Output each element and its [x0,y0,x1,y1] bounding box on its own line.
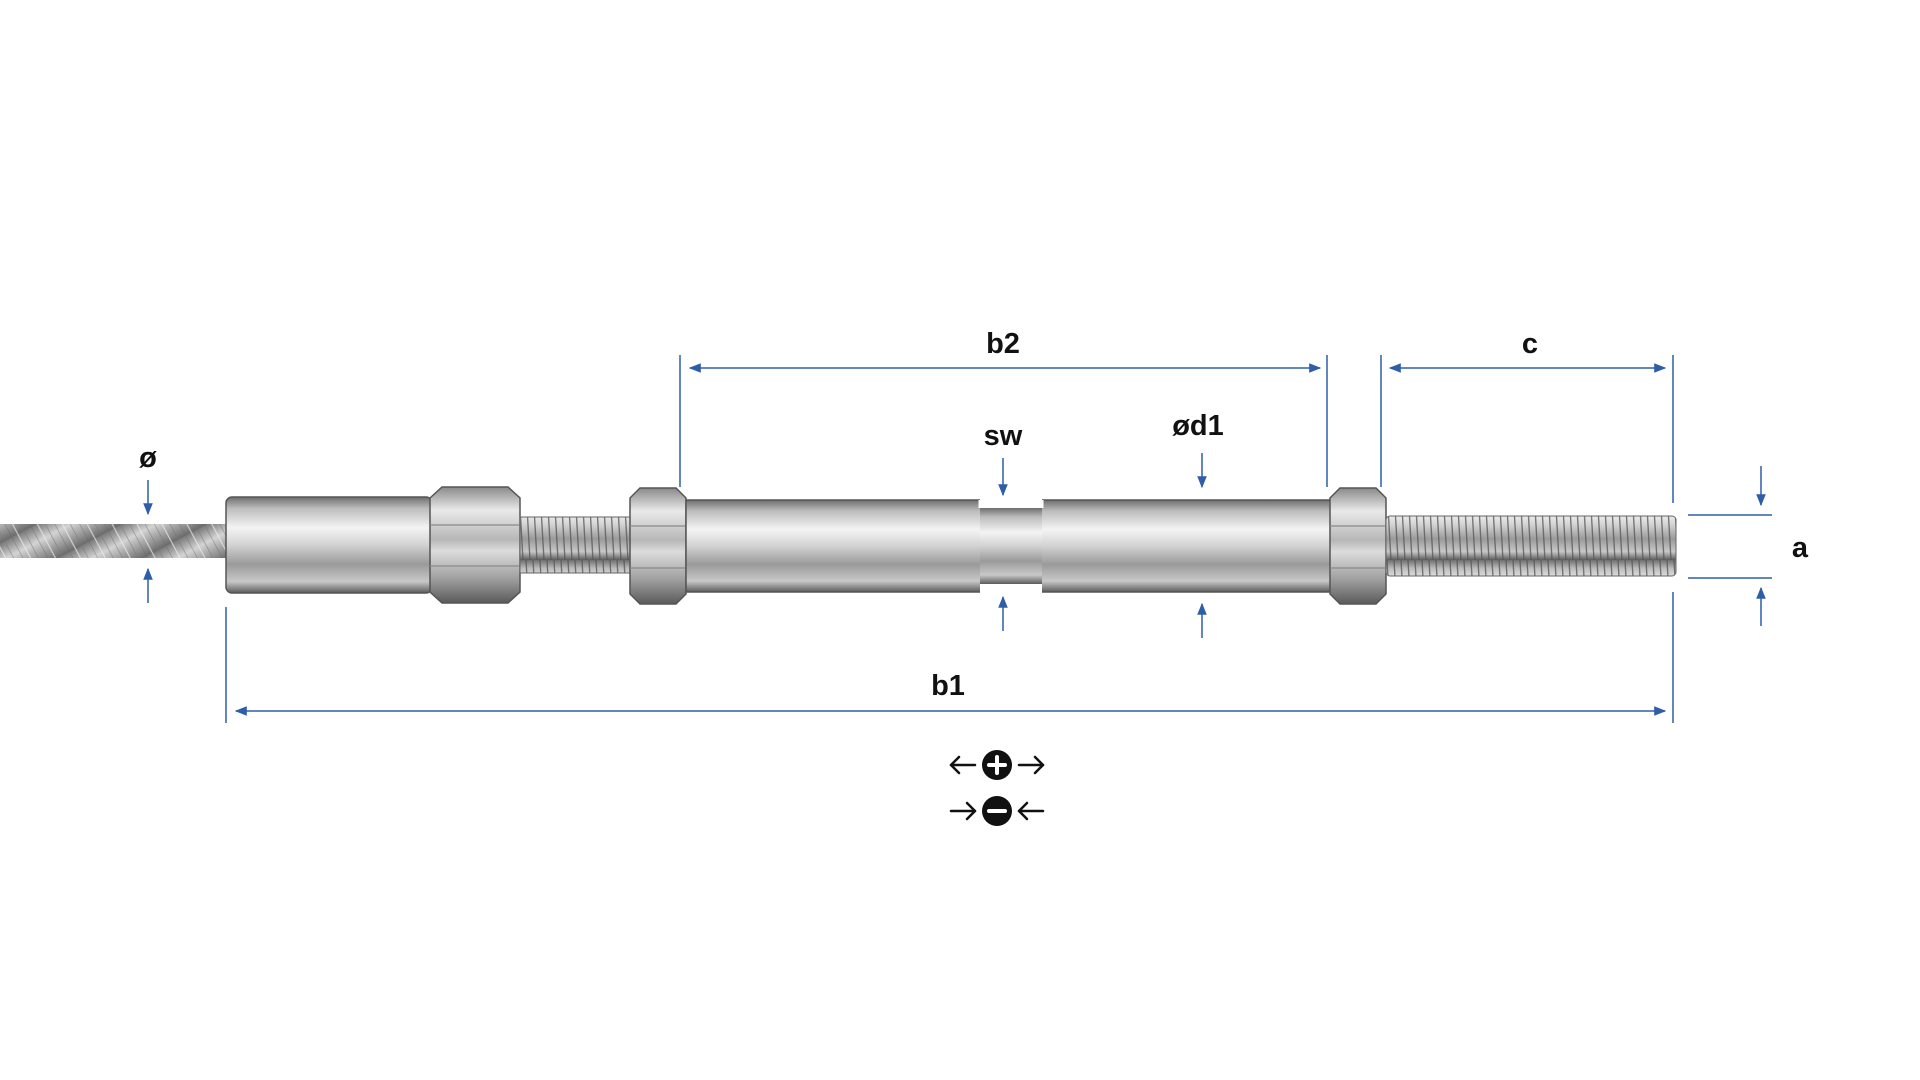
lengthen-indicator [949,750,1045,780]
dimension-labels: ø b2 c sw ød1 a b1 [139,328,1809,702]
right-threaded-stud [1385,515,1677,577]
left-threaded-stud [519,516,633,574]
label-d1: ød1 [1172,410,1224,442]
label-c: c [1522,328,1538,360]
label-b2: b2 [986,328,1020,360]
right-lock-nut [1329,487,1387,605]
label-a: a [1792,532,1809,564]
wrench-flats [980,508,1042,584]
label-cable-diameter: ø [139,442,157,474]
label-sw: sw [984,420,1023,452]
left-lock-nut [629,487,687,605]
dimension-annotations [143,355,1772,723]
turnbuckle-body [685,498,1333,594]
adjustment-legend [949,750,1045,826]
shorten-indicator [949,796,1045,826]
swage-sleeve [225,496,433,594]
label-b1: b1 [931,670,965,702]
turnbuckle-assembly [0,486,1677,605]
wire-rope-cable [0,524,228,558]
sleeve-hex-nut [429,486,521,604]
